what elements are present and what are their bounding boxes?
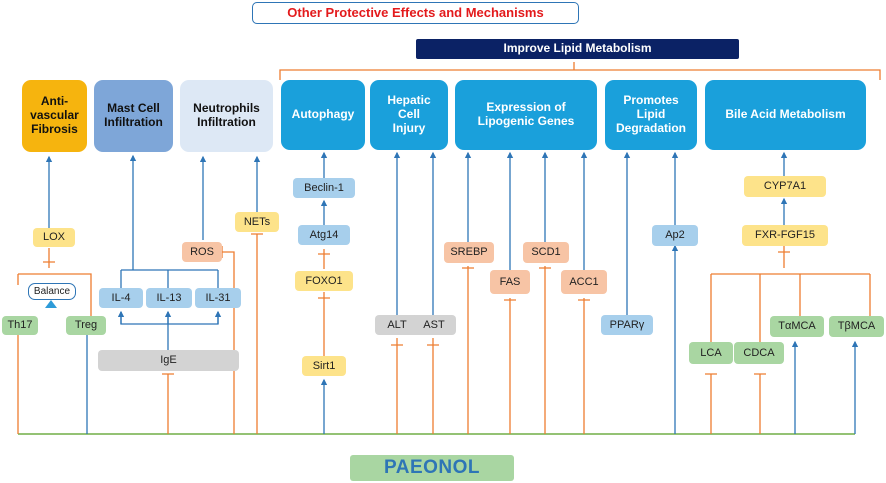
category-hepatic-cell-injury: Hepatic Cell Injury <box>370 80 448 150</box>
node-srebp: SREBP <box>444 242 494 263</box>
node-treg: Treg <box>66 316 106 335</box>
node-tb-mca: TβMCA <box>829 316 884 337</box>
node-ap2: Ap2 <box>652 225 698 246</box>
node-ros: ROS <box>182 242 222 262</box>
node-atg14: Atg14 <box>298 225 350 245</box>
category-lipogenic-genes: Expression of Lipogenic Genes <box>455 80 597 150</box>
node-ige: IgE <box>98 350 239 371</box>
node-nets: NETs <box>235 212 279 232</box>
category-bile-acid-metabolism: Bile Acid Metabolism <box>705 80 866 150</box>
node-lca: LCA <box>689 342 733 364</box>
diagram-title: Other Protective Effects and Mechanisms <box>252 2 579 24</box>
node-scd1: SCD1 <box>523 242 569 263</box>
node-balance: Balance <box>28 283 76 300</box>
node-beclin-1: Beclin-1 <box>293 178 355 198</box>
node-il4: IL-4 <box>99 288 143 308</box>
node-foxo1: FOXO1 <box>295 271 353 291</box>
node-cyp7a1: CYP7A1 <box>744 176 826 197</box>
node-il31: IL-31 <box>195 288 241 308</box>
node-th17: Th17 <box>2 316 38 335</box>
category-lipid-degradation: Promotes Lipid Degradation <box>605 80 697 150</box>
node-ast: AST <box>412 315 456 335</box>
node-il13: IL-13 <box>146 288 192 308</box>
category-mast-cell-infiltration: Mast Cell Infiltration <box>94 80 173 152</box>
lipid-metabolism-header: Improve Lipid Metabolism <box>416 39 739 59</box>
category-autophagy: Autophagy <box>281 80 365 150</box>
node-ta-mca: TαMCA <box>770 316 824 337</box>
category-anti-vascular-fibrosis: Anti- vascular Fibrosis <box>22 80 87 152</box>
node-fxr-fgf15: FXR-FGF15 <box>742 225 828 246</box>
node-cdca: CDCA <box>734 342 784 364</box>
node-fas: FAS <box>490 270 530 294</box>
node-alt: ALT <box>375 315 419 335</box>
node-ppar-gamma: PPARγ <box>601 315 653 335</box>
node-acc1: ACC1 <box>561 270 607 294</box>
node-sirt1: Sirt1 <box>302 356 346 376</box>
category-neutrophils-infiltration: Neutrophils Infiltration <box>180 80 273 152</box>
paeonol-box: PAEONOL <box>350 455 514 481</box>
node-lox: LOX <box>33 228 75 247</box>
